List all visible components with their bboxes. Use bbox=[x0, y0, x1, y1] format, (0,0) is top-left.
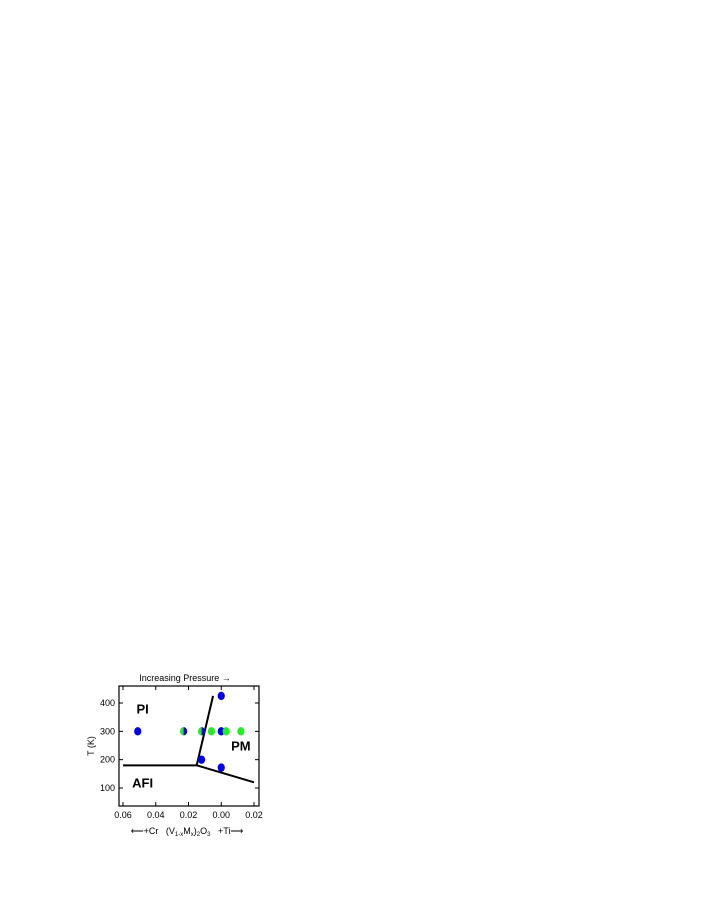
x-tick-label: 0.00 bbox=[212, 810, 230, 820]
data-point bbox=[198, 755, 206, 764]
data-point-half-right bbox=[201, 727, 206, 736]
x-axis-label: ⟵+Cr (V1-xMx)2O3 +Ti⟶ bbox=[131, 826, 244, 838]
data-point bbox=[237, 727, 245, 736]
data-point-half-left bbox=[179, 727, 184, 736]
y-axis-label: T (K) bbox=[86, 736, 96, 756]
data-point bbox=[222, 727, 230, 736]
data-point bbox=[134, 727, 142, 736]
region-label-pm: PM bbox=[231, 739, 251, 754]
phase-boundary-line bbox=[196, 764, 255, 784]
data-point-half-right bbox=[183, 727, 188, 736]
data-point bbox=[217, 691, 225, 701]
data-point bbox=[217, 763, 225, 772]
x-tick-label: 0.04 bbox=[147, 810, 165, 820]
y-tick-label: 400 bbox=[100, 698, 115, 708]
y-tick-label: 200 bbox=[100, 755, 115, 765]
region-label-pi: PI bbox=[137, 702, 149, 717]
y-tick-label: 100 bbox=[100, 783, 115, 793]
data-point bbox=[207, 727, 216, 736]
y-tick-label: 300 bbox=[100, 726, 115, 736]
x-tick-label: 0.02 bbox=[180, 810, 198, 820]
chart-title: Increasing Pressure → bbox=[139, 673, 231, 683]
x-tick-label: 0.06 bbox=[114, 810, 132, 820]
x-tick-label: 0.02 bbox=[245, 810, 263, 820]
data-point-half-left bbox=[198, 727, 202, 736]
region-label-afi: AFI bbox=[132, 775, 153, 790]
